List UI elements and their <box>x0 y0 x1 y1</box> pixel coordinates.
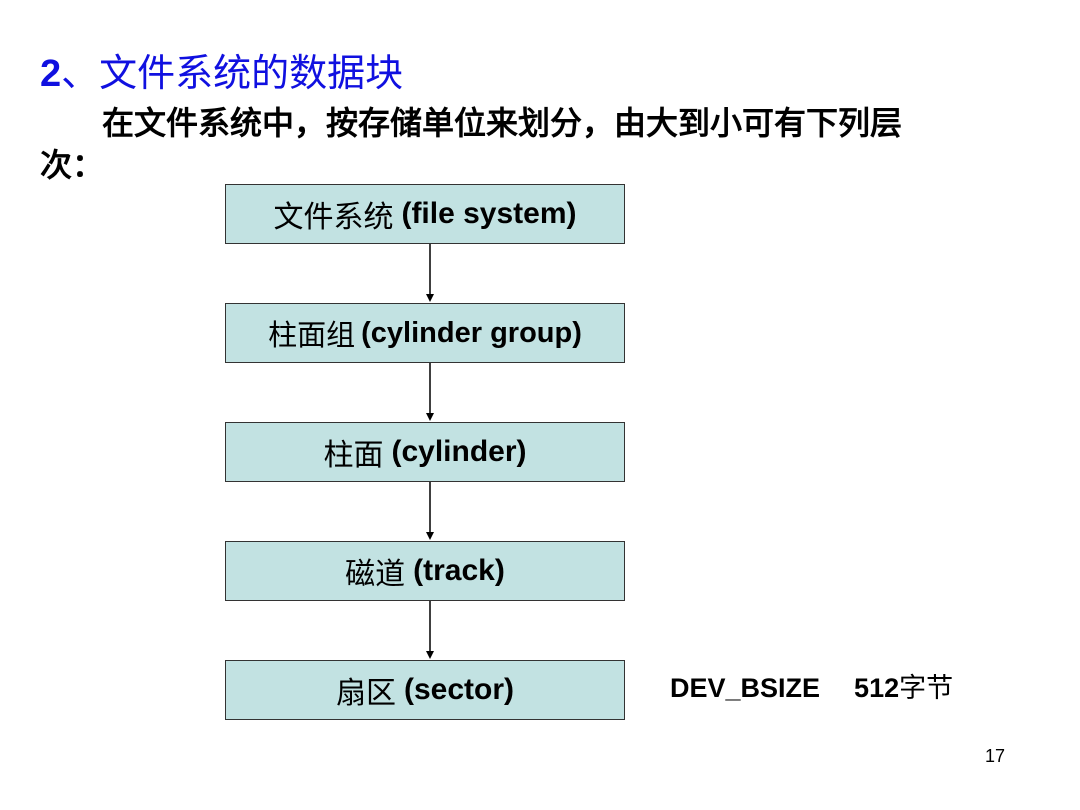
title-number: 2 <box>40 53 62 95</box>
node-track: 磁道(track) <box>225 541 625 601</box>
arrowhead-4 <box>426 651 434 659</box>
intro-line-2: 次： <box>40 146 105 184</box>
node-cylinder: 柱面(cylinder) <box>225 422 625 482</box>
intro-paragraph: 在文件系统中，按存储单位来划分，由大到小可有下列层 次： <box>40 102 1040 186</box>
sector-size-unit: 字节 <box>899 673 954 704</box>
node-sector: 扇区(sector) <box>225 660 625 720</box>
arrowhead-1 <box>426 294 434 302</box>
intro-line-1: 在文件系统中，按存储单位来划分，由大到小可有下列层 <box>102 104 903 142</box>
dev-bsize-label: DEV_BSIZE <box>670 673 821 703</box>
node-track-cn: 磁道 <box>345 557 406 592</box>
node-sector-en: (sector) <box>403 673 515 706</box>
arrowhead-3 <box>426 532 434 540</box>
node-cylinder-group: 柱面组(cylinder group) <box>225 303 625 363</box>
node-sector-cn: 扇区 <box>335 676 396 711</box>
node-cylinder-cn: 柱面 <box>323 438 384 473</box>
node-file-system-cn: 文件系统 <box>273 200 394 235</box>
sector-size-number: 512 <box>854 673 900 703</box>
node-cylinder-en: (cylinder) <box>391 435 527 468</box>
title-text: 、文件系统的数据块 <box>61 51 404 95</box>
page-number: 17 <box>985 746 1006 766</box>
node-file-system: 文件系统(file system) <box>225 184 625 244</box>
sector-size-note: DEV_BSIZE 512字节 <box>670 668 953 709</box>
slide-title: 2、文件系统的数据块 <box>40 50 403 97</box>
arrowhead-2 <box>426 413 434 421</box>
node-cylinder-group-cn: 柱面组 <box>268 318 356 352</box>
node-file-system-en: (file system) <box>401 197 577 230</box>
node-cylinder-group-en: (cylinder group) <box>361 316 582 349</box>
node-track-en: (track) <box>413 554 505 587</box>
